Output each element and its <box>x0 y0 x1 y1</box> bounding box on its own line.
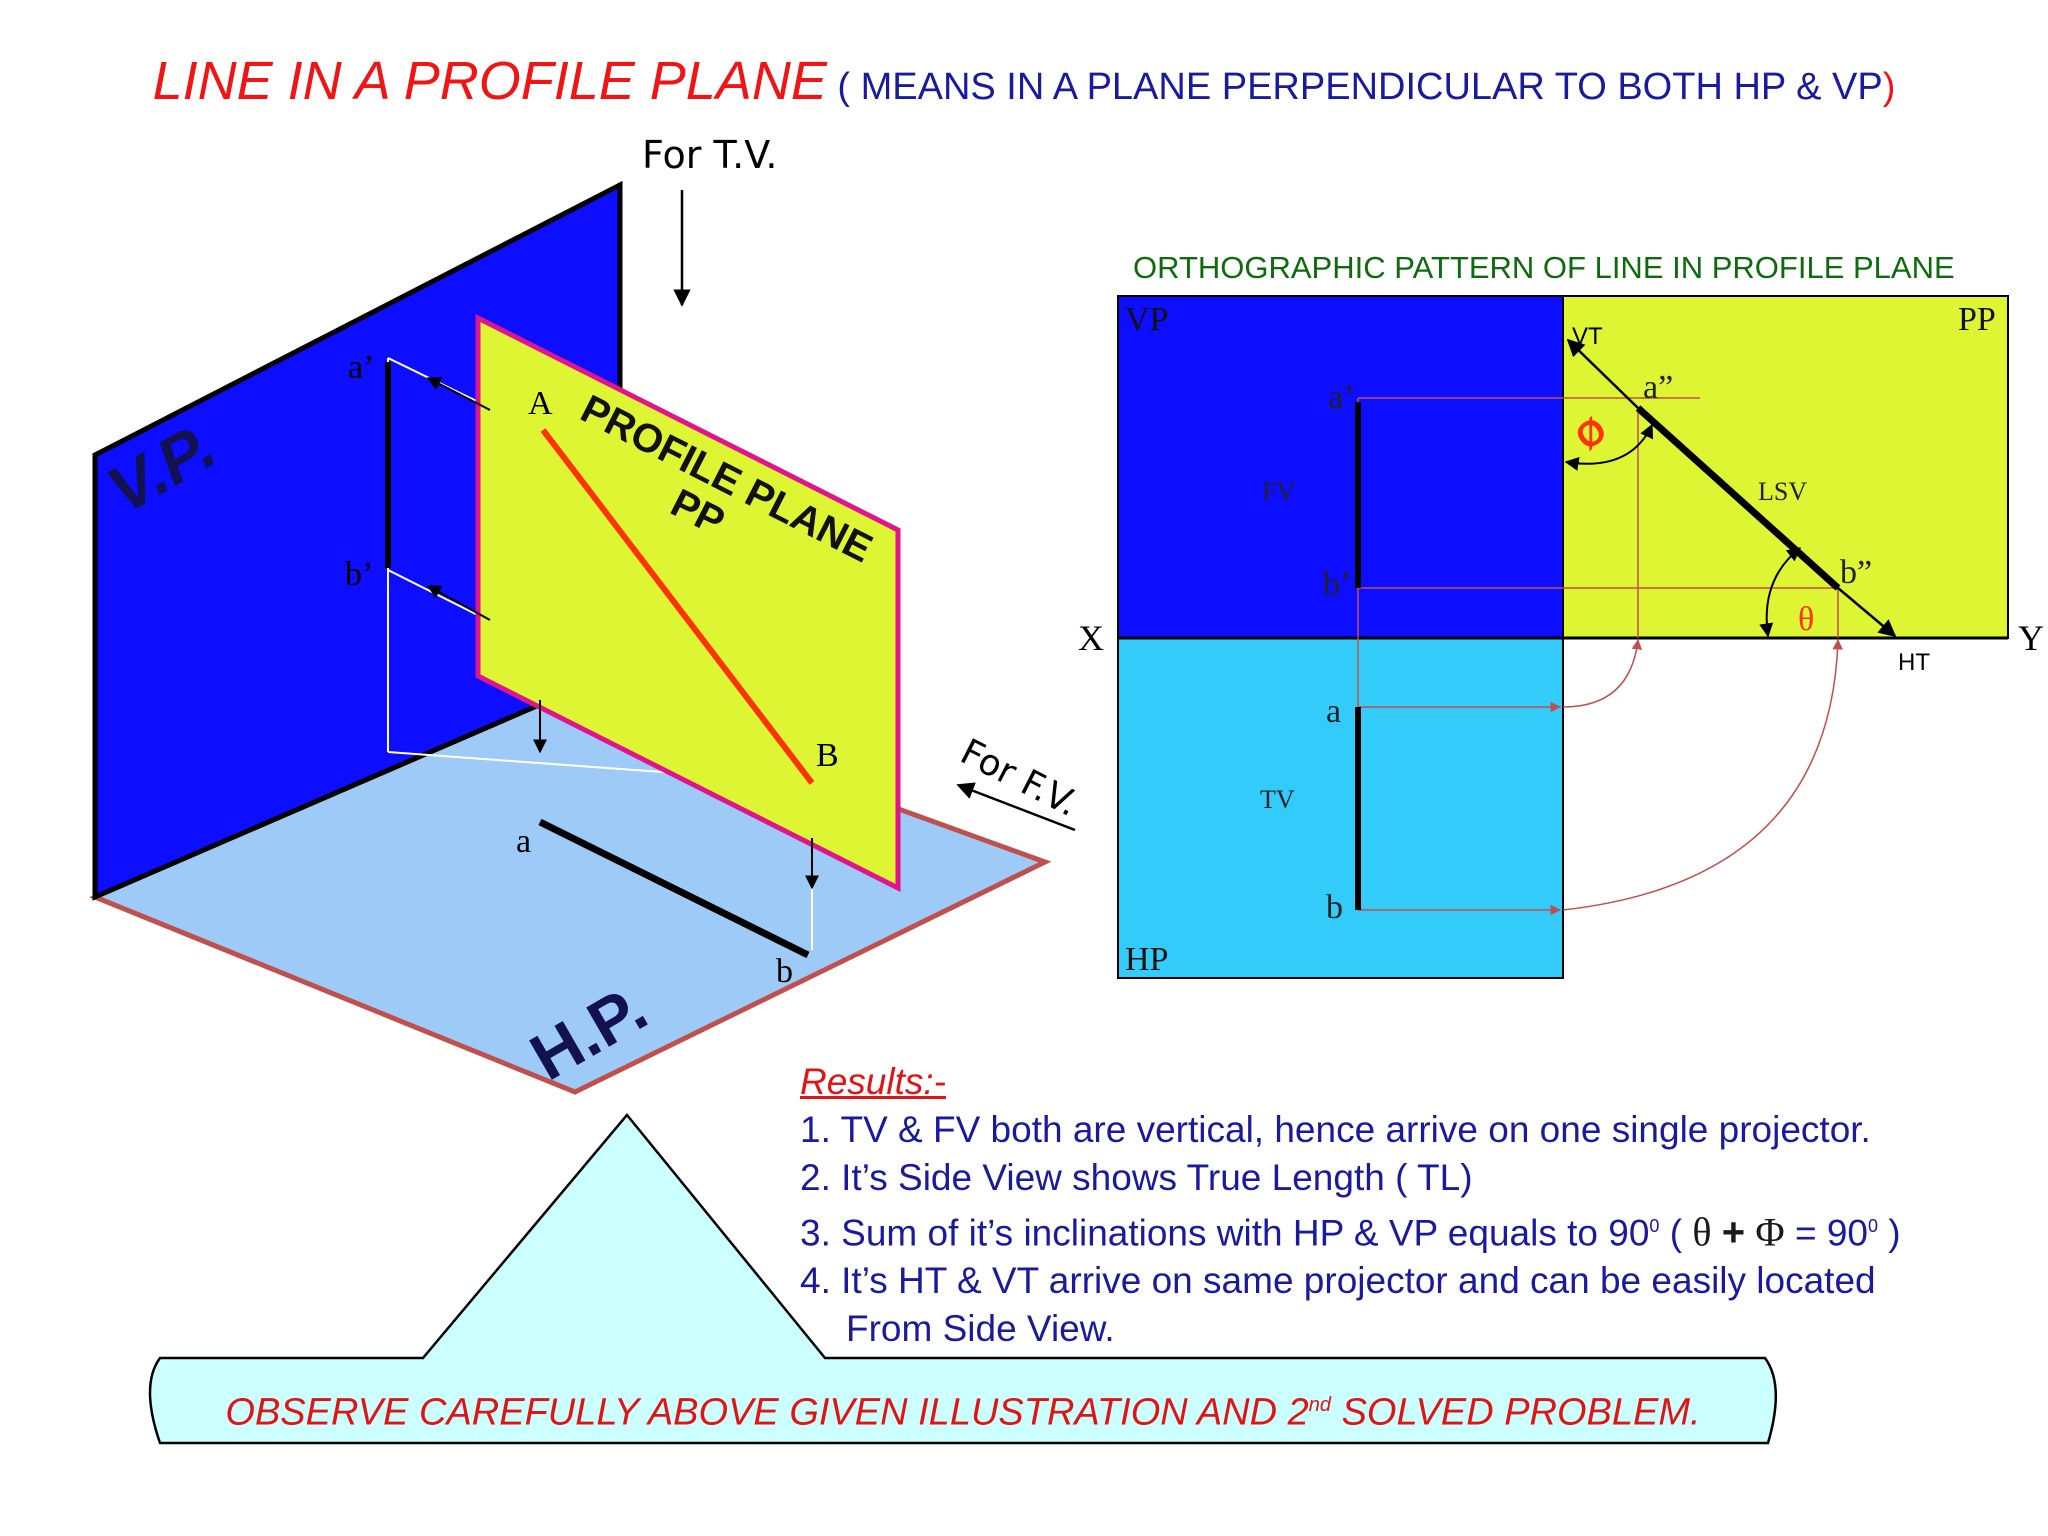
lsv-line <box>1635 405 1841 591</box>
result-item-3-close: ) <box>1878 1212 1901 1254</box>
extension-to-vt <box>1566 338 1639 409</box>
point-a-label: a <box>516 823 531 860</box>
projector-b-to-vp <box>426 585 491 621</box>
results-list: Results:- 1. TV & FV both are vertical, … <box>800 1058 2040 1353</box>
lsv-label: LSV <box>1758 477 1807 506</box>
ortho-heading: ORTHOGRAPHIC PATTERN OF LINE IN PROFILE … <box>1133 250 1955 285</box>
a-prime-label: a’ <box>1328 379 1354 416</box>
for-fv-label: For F.V. <box>954 731 1084 825</box>
title-close-paren: ) <box>1882 66 1896 108</box>
point-A-label: A <box>528 385 553 422</box>
result-item-2: 2. It’s Side View shows True Length ( TL… <box>800 1157 1473 1198</box>
theta-arc <box>1759 547 1802 638</box>
top-view-line <box>538 818 810 959</box>
result-item-4: 4. It’s HT & VT arrive on same projector… <box>800 1260 1876 1302</box>
theta-symbol: θ <box>1798 601 1814 638</box>
result-item-1: 1. TV & FV both are vertical, hence arri… <box>800 1109 1871 1150</box>
result-item-3-open: ( <box>1659 1212 1693 1254</box>
b-prime-label: b’ <box>1323 566 1351 603</box>
a-double-prime-label: a” <box>1643 369 1673 406</box>
callout-bubble <box>148 1113 1777 1445</box>
for-tv-label: For T.V. <box>642 133 777 177</box>
page-title: LINE IN A PROFILE PLANE ( MEANS IN A PLA… <box>0 50 2048 112</box>
pictorial-view: V.P. H.P. PROFILE PLANE PP A B a’ b’ a <box>89 133 1084 1095</box>
ortho-hp-label: HP <box>1125 941 1168 978</box>
phi-arc <box>1564 423 1653 471</box>
plus-sign: + <box>1721 1210 1746 1255</box>
vt-label: VT <box>1572 323 1603 350</box>
ortho-pp-region <box>1562 295 2009 639</box>
title-main: LINE IN A PROFILE PLANE <box>152 51 827 111</box>
theta-symbol-text: θ <box>1692 1209 1712 1255</box>
x-label: X <box>1078 618 1104 658</box>
for-fv-arrow <box>956 782 1076 832</box>
extension-to-ht <box>1837 587 1897 638</box>
degree-superscript-2: 0 <box>1868 1216 1879 1236</box>
arc-b-to-xy <box>1562 638 1843 911</box>
tv-label: TV <box>1260 785 1295 814</box>
point-a-prime-label: a’ <box>348 349 374 386</box>
result-item-4-continued: From Side View. <box>846 1308 1115 1350</box>
phi-symbol-text: Φ <box>1755 1209 1785 1255</box>
point-b-label: b <box>776 953 793 990</box>
results-heading: Results:- <box>800 1061 946 1102</box>
a-label: a <box>1326 693 1341 730</box>
y-label: Y <box>2018 618 2044 658</box>
title-subtitle: ( MEANS IN A PLANE PERPENDICULAR TO BOTH… <box>826 66 1883 108</box>
ht-label: HT <box>1898 649 1930 676</box>
ortho-hp-region <box>1117 637 1564 979</box>
note-superscript: nd <box>1308 1394 1332 1416</box>
degree-superscript: 0 <box>1649 1216 1660 1236</box>
line-ab <box>540 428 815 785</box>
ortho-vp-label: VP <box>1125 301 1168 338</box>
note-text-end: SOLVED PROBLEM. <box>1331 1391 1701 1434</box>
result-item-3-text: 3. Sum of it’s inclinations with HP & VP… <box>800 1212 1650 1254</box>
callout-note: OBSERVE CAREFULLY ABOVE GIVEN ILLUSTRATI… <box>158 1380 1768 1438</box>
note-text: OBSERVE CAREFULLY ABOVE GIVEN ILLUSTRATI… <box>225 1391 1309 1434</box>
fv-label: FV <box>1262 477 1295 506</box>
orthographic-view: ORTHOGRAPHIC PATTERN OF LINE IN PROFILE … <box>1078 250 2044 979</box>
projector-a-to-vp <box>426 377 491 411</box>
ortho-pp-label: PP <box>1958 301 1996 338</box>
ortho-vp-region <box>1117 295 1564 639</box>
point-B-label: B <box>816 737 839 774</box>
b-double-prime-label: b” <box>1840 554 1872 591</box>
result-item-3-equals: = 90 <box>1784 1212 1868 1254</box>
point-b-prime-label: b’ <box>345 556 373 593</box>
result-item-3: 3. Sum of it’s inclinations with HP & VP… <box>800 1202 2040 1257</box>
profile-plane <box>475 313 901 893</box>
b-label: b <box>1326 889 1343 926</box>
arc-a-to-xy <box>1562 638 1643 708</box>
